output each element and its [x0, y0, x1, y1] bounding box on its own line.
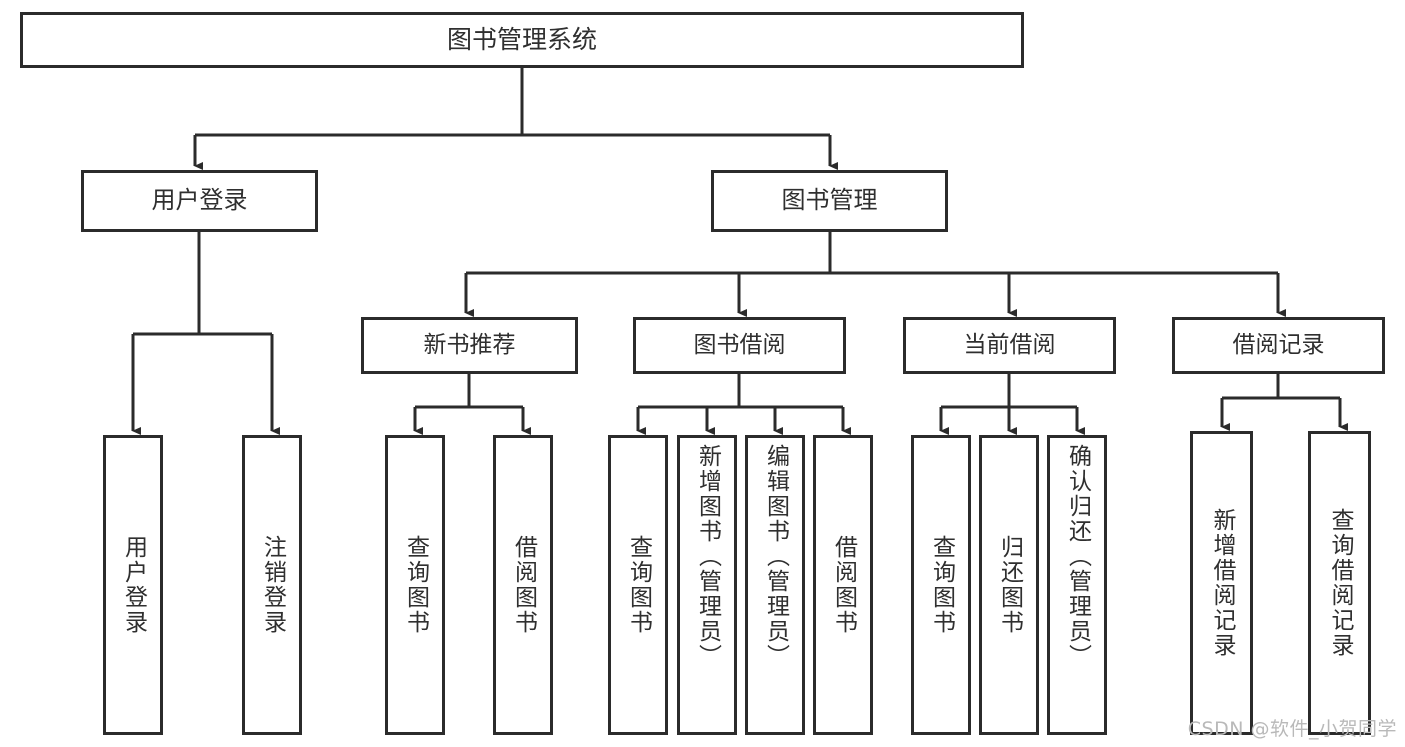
leaf-user-login[interactable]: 用户登录 — [103, 435, 163, 735]
leaf-logout[interactable]: 注销登录 — [242, 435, 302, 735]
leaf-user-login-label: 用户登录 — [120, 535, 147, 635]
leaf-query-record[interactable]: 查询借阅记录 — [1308, 431, 1371, 735]
leaf-logout-label: 注销登录 — [259, 535, 286, 635]
node-current-borrow[interactable]: 当前借阅 — [903, 317, 1116, 374]
leaf-confirm-return[interactable]: 确认归还（管理员） — [1047, 435, 1107, 735]
leaf-add-record-label: 新增借阅记录 — [1209, 508, 1235, 658]
leaf-query-book-2-label: 查询图书 — [625, 535, 652, 635]
leaf-add-book-label: 新增图书（管理员） — [694, 444, 721, 669]
watermark-text: CSDN @软件_小贺同学 — [1187, 718, 1397, 740]
leaf-borrow-book-2[interactable]: 借阅图书 — [813, 435, 873, 735]
leaf-add-book[interactable]: 新增图书（管理员） — [677, 435, 737, 735]
leaf-edit-book-label: 编辑图书（管理员） — [762, 444, 789, 669]
leaf-add-record[interactable]: 新增借阅记录 — [1190, 431, 1253, 735]
node-book-management[interactable]: 图书管理 — [711, 170, 948, 232]
leaf-query-book-3-label: 查询图书 — [928, 535, 955, 635]
node-user-login-label: 用户登录 — [151, 186, 248, 215]
leaf-edit-book[interactable]: 编辑图书（管理员） — [745, 435, 805, 735]
node-new-book-recommend[interactable]: 新书推荐 — [361, 317, 578, 374]
leaf-borrow-book-2-label: 借阅图书 — [830, 535, 857, 635]
leaf-query-book-3[interactable]: 查询图书 — [911, 435, 971, 735]
node-book-borrow[interactable]: 图书借阅 — [633, 317, 846, 374]
node-borrow-record[interactable]: 借阅记录 — [1172, 317, 1385, 374]
leaf-return-book[interactable]: 归还图书 — [979, 435, 1039, 735]
leaf-confirm-return-label: 确认归还（管理员） — [1064, 444, 1091, 669]
node-new-book-recommend-label: 新书推荐 — [423, 332, 516, 359]
leaf-borrow-book-1-label: 借阅图书 — [510, 535, 537, 635]
node-book-management-label: 图书管理 — [781, 186, 878, 215]
node-user-login[interactable]: 用户登录 — [81, 170, 318, 232]
leaf-query-book-2[interactable]: 查询图书 — [608, 435, 668, 735]
node-root[interactable]: 图书管理系统 — [20, 12, 1024, 68]
node-book-borrow-label: 图书借阅 — [693, 332, 786, 359]
leaf-return-book-label: 归还图书 — [996, 535, 1023, 635]
leaf-query-book-1-label: 查询图书 — [402, 535, 429, 635]
leaf-query-book-1[interactable]: 查询图书 — [385, 435, 445, 735]
node-current-borrow-label: 当前借阅 — [963, 332, 1056, 359]
leaf-query-record-label: 查询借阅记录 — [1327, 508, 1353, 658]
node-borrow-record-label: 借阅记录 — [1232, 332, 1325, 359]
node-root-label: 图书管理系统 — [446, 24, 597, 54]
leaf-borrow-book-1[interactable]: 借阅图书 — [493, 435, 553, 735]
